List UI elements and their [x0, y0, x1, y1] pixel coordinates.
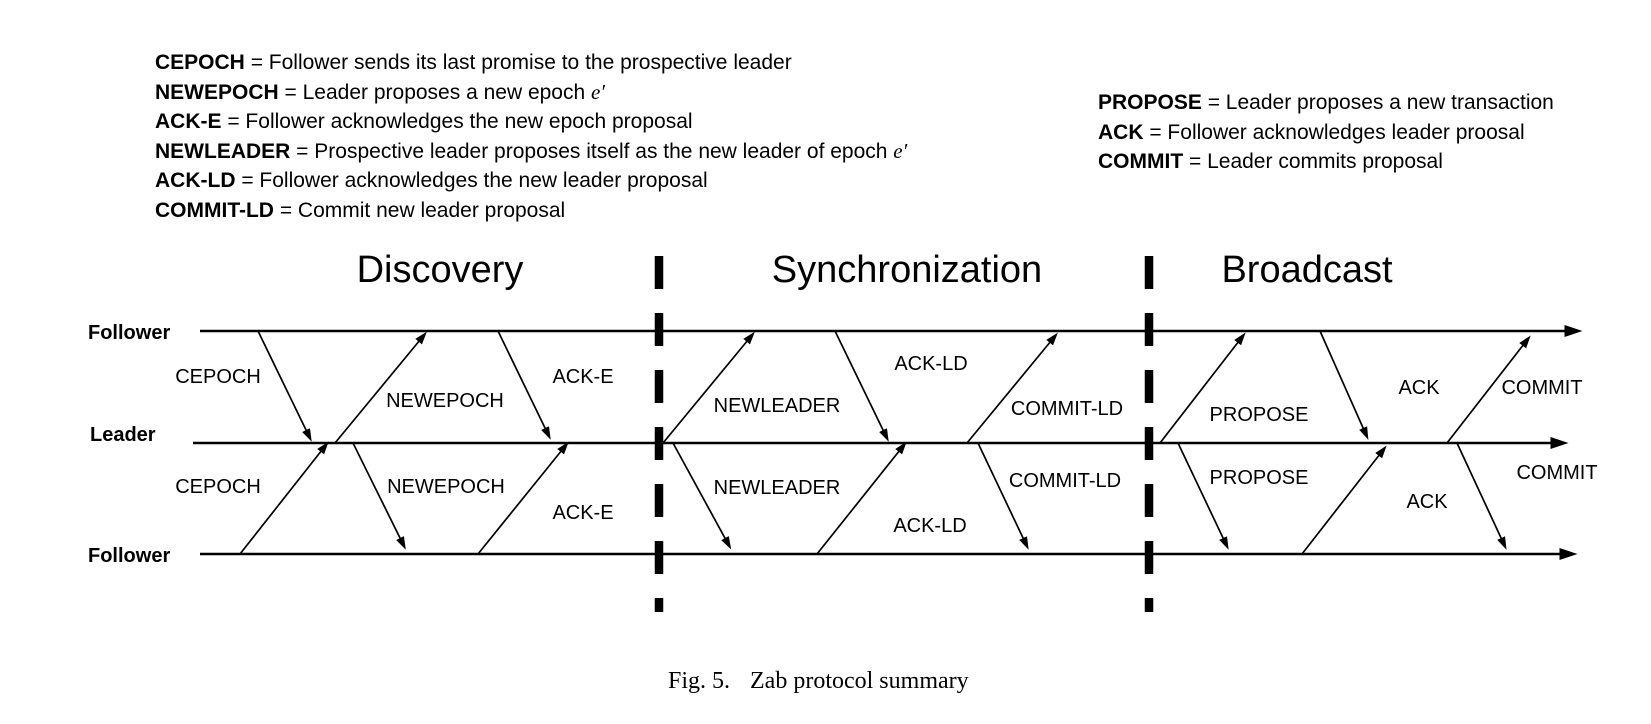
label-commitld-top: COMMIT-LD [1011, 398, 1123, 420]
arrow-propose-top [1159, 332, 1246, 444]
arrow-commitld-bottom [977, 442, 1029, 550]
legend-term: ACK-LD [155, 169, 236, 192]
legend-term: CEPOCH [155, 51, 245, 74]
figure-caption: Fig. 5. Zab protocol summary [668, 668, 969, 695]
label-cepoch-bottom: CEPOCH [175, 476, 261, 498]
legend-item: PROPOSE = Leader proposes a new transact… [1098, 88, 1554, 118]
label-newleader-bottom: NEWLEADER [714, 477, 841, 499]
legend-desc: = Follower acknowledges leader proosal [1143, 120, 1525, 144]
arrow-commit-top [1446, 335, 1531, 444]
arrow-cepoch-top [257, 330, 312, 442]
arrow-newepoch-bottom [352, 442, 406, 550]
caption-figure-number: Fig. 5. [668, 668, 731, 694]
arrow-cepoch-bottom [239, 441, 329, 555]
label-newepoch-top: NEWEPOCH [386, 390, 504, 412]
label-newleader-top: NEWLEADER [714, 395, 841, 417]
caption-title: Zab protocol summary [750, 668, 969, 694]
lane-label-follower-bottom: Follower [88, 545, 170, 567]
label-commitld-bottom: COMMIT-LD [1009, 470, 1121, 492]
lane-label-leader: Leader [90, 424, 156, 446]
legend-desc: = Leader proposes a new epoch [278, 80, 591, 104]
arrow-ack-bottom [1301, 445, 1387, 555]
legend-item: NEWEPOCH = Leader proposes a new epoch e… [155, 78, 907, 108]
legend-term: NEWLEADER [155, 139, 291, 163]
legend-term: NEWEPOCH [155, 80, 279, 104]
arrow-commit-bottom [1456, 442, 1507, 550]
legend-term: ACK-E [155, 110, 222, 133]
legend-term: COMMIT [1098, 150, 1184, 173]
arrow-acke-top [497, 330, 551, 440]
lane-label-follower-top: Follower [88, 322, 170, 344]
legend-broadcast-messages: PROPOSE = Leader proposes a new transact… [1098, 88, 1554, 177]
legend-item: COMMIT-LD = Commit new leader proposal [155, 196, 907, 226]
legend-desc: = Commit new leader proposal [273, 198, 566, 222]
legend-term: ACK [1098, 120, 1144, 144]
legend-recovery-messages: CEPOCH = Follower sends its last promise… [155, 48, 907, 225]
arrow-ack-top [1319, 330, 1369, 440]
legend-desc: = Follower acknowledges the new epoch pr… [221, 110, 693, 133]
arrow-ackld-bottom [816, 441, 907, 555]
arrow-propose-bottom [1177, 442, 1229, 550]
label-commit-bottom: COMMIT [1516, 462, 1597, 484]
label-commit-top: COMMIT [1501, 377, 1582, 399]
label-acke-bottom: ACK-E [552, 502, 613, 524]
label-propose-bottom: PROPOSE [1210, 467, 1309, 489]
legend-item: ACK = Follower acknowledges leader proos… [1098, 118, 1554, 148]
label-cepoch-top: CEPOCH [175, 366, 261, 388]
legend-term: PROPOSE [1098, 91, 1202, 114]
arrow-newleader-bottom [672, 442, 732, 550]
phase-title-synchronization: Synchronization [772, 249, 1042, 291]
legend-desc: = Leader commits proposal [1183, 150, 1443, 173]
phase-title-discovery: Discovery [357, 249, 524, 291]
arrow-commitld-top [966, 332, 1058, 444]
legend-desc: = Follower sends its last promise to the… [244, 51, 792, 74]
arrow-ackld-top [834, 330, 889, 442]
math-epoch-symbol: e′ [591, 79, 605, 104]
legend-desc: = Leader proposes a new transaction [1201, 91, 1554, 114]
legend-item: COMMIT = Leader commits proposal [1098, 147, 1554, 177]
phase-title-broadcast: Broadcast [1221, 249, 1393, 291]
arrow-acke-bottom [477, 441, 569, 555]
legend-item: CEPOCH = Follower sends its last promise… [155, 48, 907, 78]
math-epoch-symbol: e′ [893, 138, 908, 163]
label-acke-top: ACK-E [552, 366, 613, 388]
label-ackld-bottom: ACK-LD [893, 515, 966, 537]
legend-desc: = Follower acknowledges the new leader p… [235, 169, 708, 192]
legend-item: ACK-E = Follower acknowledges the new ep… [155, 107, 907, 137]
label-newepoch-bottom: NEWEPOCH [387, 476, 505, 498]
label-ackld-top: ACK-LD [894, 353, 967, 375]
label-ack-top: ACK [1398, 377, 1440, 399]
legend-item: ACK-LD = Follower acknowledges the new l… [155, 166, 907, 196]
label-ack-bottom: ACK [1406, 491, 1448, 513]
label-propose-top: PROPOSE [1210, 404, 1309, 426]
arrow-newepoch-top [334, 331, 427, 444]
legend-term: COMMIT-LD [155, 198, 274, 222]
legend-desc: = Prospective leader proposes itself as … [290, 139, 894, 163]
legend-item: NEWLEADER = Prospective leader proposes … [155, 137, 907, 167]
arrow-newleader-top [662, 331, 755, 444]
